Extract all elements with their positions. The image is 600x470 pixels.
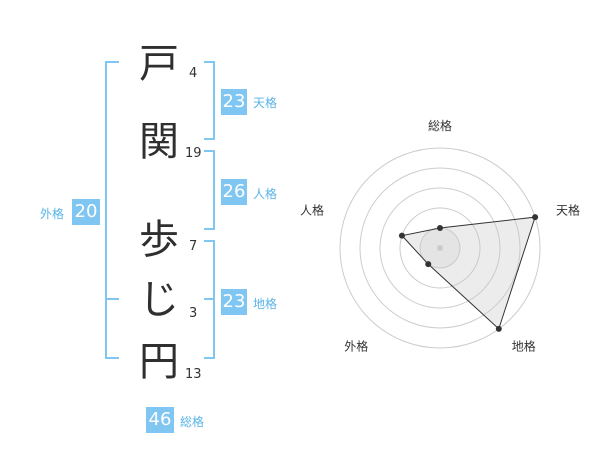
jinkaku-label: 人格 [253, 187, 278, 201]
radar-point-1 [437, 225, 443, 231]
outer-bracket-mid-tick [105, 298, 119, 300]
radar-grid-ring [339, 147, 541, 349]
name-char-4: じ [139, 277, 179, 323]
chikaku-bracket-bottom-tick [204, 357, 215, 359]
jinkaku-bracket-bottom-tick [204, 228, 215, 230]
tenkaku-bracket-vertical [213, 61, 215, 140]
tenkaku-value-badge: 23 [221, 89, 247, 115]
stroke-count-3: 7 [189, 239, 198, 254]
radar-grid-ring [379, 187, 501, 309]
stroke-count-5: 13 [185, 367, 202, 382]
jinkaku-bracket-vertical [213, 150, 215, 230]
radar-axis-label: 人格 [300, 202, 324, 217]
radar-axis-label: 外格 [344, 339, 368, 354]
chikaku-value-badge: 23 [221, 289, 247, 315]
name-char-5: 円 [139, 339, 179, 385]
soukaku-value-badge: 46 [146, 407, 174, 433]
gaikaku-value-badge: 20 [72, 199, 100, 225]
jinkaku-value-badge: 26 [221, 179, 247, 205]
radar-point-4 [425, 261, 432, 268]
radar-center-dot [437, 245, 443, 251]
outer-bracket-vertical [105, 61, 107, 359]
radar-axis-label: 総格 [428, 118, 452, 133]
outer-bracket-bottom-tick [105, 357, 119, 359]
chikaku-bracket-top-tick [204, 240, 215, 242]
radar-point-2 [532, 214, 539, 221]
radar-data-area [400, 216, 536, 330]
chikaku-label: 地格 [253, 297, 278, 311]
radar-axis-label: 地格 [512, 339, 536, 354]
radar-point-5 [398, 232, 405, 239]
stroke-count-2: 19 [185, 146, 202, 161]
radar-axis-label: 天格 [556, 202, 580, 217]
name-char-1: 戸 [139, 41, 179, 87]
chikaku-bracket-mid-tick [204, 298, 215, 300]
radar-grid-ring [399, 207, 481, 289]
name-char-3: 歩 [139, 217, 179, 263]
radar-grid-ring [359, 167, 521, 329]
stroke-count-4: 3 [189, 306, 198, 321]
radar-point-3 [495, 325, 502, 332]
outer-bracket-top-tick [105, 61, 119, 63]
soukaku-label: 総格 [180, 415, 205, 429]
name-char-2: 関 [139, 119, 179, 165]
tenkaku-label: 天格 [253, 96, 278, 110]
tenkaku-bracket-bottom-tick [204, 138, 215, 140]
jinkaku-bracket-top-tick [204, 150, 215, 152]
tenkaku-bracket-top-tick [204, 61, 215, 63]
stroke-count-1: 4 [189, 66, 198, 81]
gaikaku-label: 外格 [40, 207, 65, 221]
